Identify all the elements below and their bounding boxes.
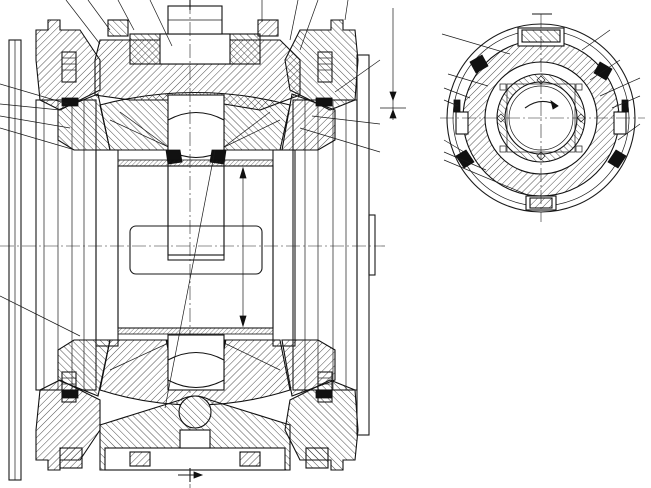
right-bolts xyxy=(315,51,333,403)
dimension-arrow-icon xyxy=(239,166,247,328)
leader-lines-end-view xyxy=(441,29,641,197)
inner-slot xyxy=(129,225,263,275)
lower-liner xyxy=(117,327,274,335)
end-view xyxy=(440,13,645,222)
left-housing-bottom xyxy=(35,379,101,471)
right-housing-bottom xyxy=(284,379,359,471)
section-arrow-icon xyxy=(178,0,204,482)
leader-lines-right xyxy=(164,0,381,409)
left-housing-top xyxy=(35,19,101,111)
upper-liner xyxy=(117,159,274,167)
leader-lines-left xyxy=(0,0,173,337)
right-housing-top xyxy=(284,19,359,111)
rotation-arrow-icon xyxy=(524,100,559,110)
section-view xyxy=(0,0,406,488)
